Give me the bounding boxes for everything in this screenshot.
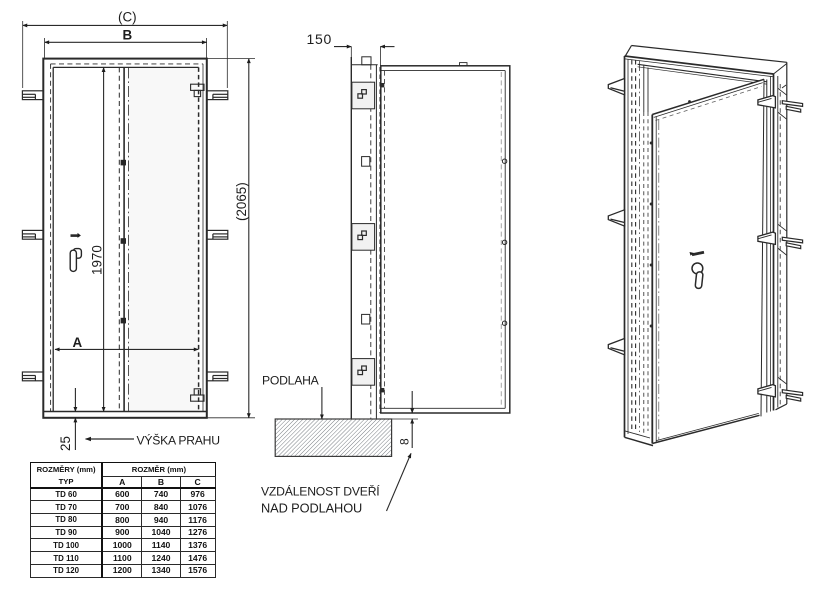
svg-text:VZDÁLENOST DVEŘÍ: VZDÁLENOST DVEŘÍ — [261, 484, 380, 499]
svg-text:1970: 1970 — [90, 245, 105, 275]
svg-text:B: B — [123, 28, 133, 43]
svg-text:(C): (C) — [118, 10, 137, 25]
svg-text:NAD PODLAHOU: NAD PODLAHOU — [261, 501, 362, 516]
svg-text:150: 150 — [307, 31, 332, 47]
svg-text:8: 8 — [398, 438, 412, 445]
svg-text:VÝŠKA PRAHU: VÝŠKA PRAHU — [137, 433, 220, 448]
svg-text:(2065): (2065) — [234, 182, 249, 221]
svg-text:PODLAHA: PODLAHA — [262, 374, 320, 388]
svg-text:A: A — [73, 335, 83, 350]
svg-text:25: 25 — [58, 436, 73, 451]
